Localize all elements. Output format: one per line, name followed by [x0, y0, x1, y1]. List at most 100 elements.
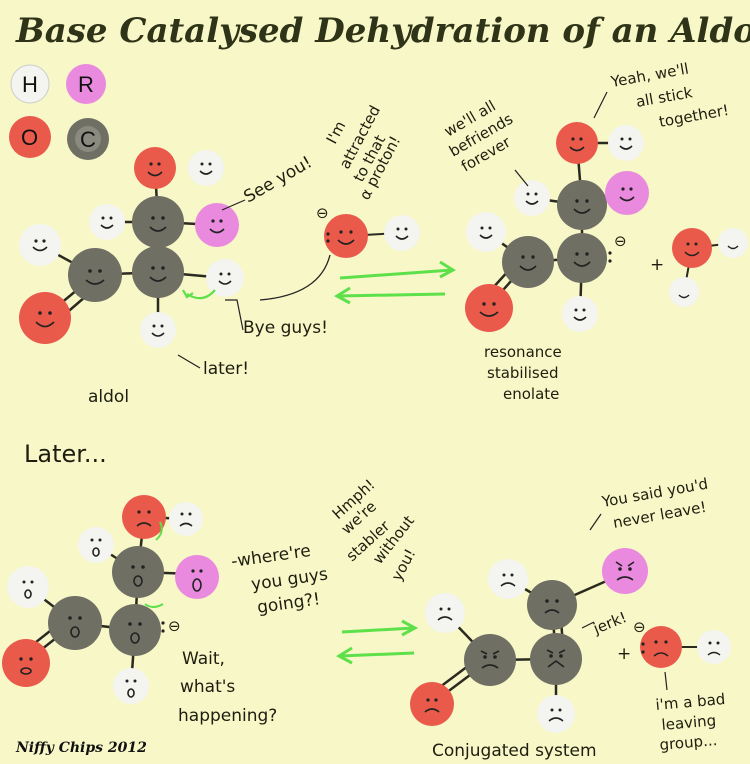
conj-carbon-alpha: [530, 633, 582, 685]
equilibrium-arrows-bottom: [335, 619, 419, 665]
hydroxide-hydrogen: [384, 215, 420, 251]
legend-carbon-inner: [75, 126, 101, 152]
conj-carbonyl-oxygen: [410, 682, 454, 726]
conj-h-bottom: [537, 695, 575, 733]
aldol-molecule: [19, 147, 244, 348]
bottom-carbanion: [109, 604, 161, 656]
speech-befriends: we'll all befriends forever: [441, 97, 529, 187]
bottom-h-bottom: [113, 668, 149, 704]
svg-text:Wait,: Wait,: [182, 649, 225, 669]
enolate-carbon-beta: [557, 180, 607, 230]
enolate-molecule: ⊖: [465, 122, 649, 332]
hydroxide-attack-arrow: [259, 254, 331, 301]
enolate-charge: ⊖: [614, 232, 627, 250]
heading-later: Later...: [24, 440, 107, 468]
legend-r-circle: [66, 64, 106, 104]
bottom-carbonyl-oxygen: [2, 639, 50, 687]
speech-stick: Yeah, we'll all stick together!: [593, 60, 730, 131]
conj-carbon-1: [464, 634, 516, 686]
bottom-hydroxyl-h: [169, 502, 203, 536]
leaving-hydrogen: [697, 630, 731, 664]
water-oxygen-top: [672, 228, 712, 268]
svg-text:I'm: I'm: [323, 118, 350, 147]
legend-oxygen-circle: [9, 116, 51, 158]
legend-hydrogen-circle: [10, 64, 50, 104]
svg-text:stabilised: stabilised: [487, 364, 558, 382]
aldol-hydroxyl-oxygen: [134, 147, 176, 189]
hydroxide-charge: ⊖: [316, 204, 329, 222]
enolate-hydroxyl-oxygen: [556, 122, 598, 164]
hydroxide-oxygen: [324, 214, 368, 258]
enolate-hydroxyl-h: [608, 125, 644, 161]
page-title: Base Catalysed Dehydration of an Aldol: [15, 11, 750, 51]
speech-where: -where're you guys going?!: [230, 541, 329, 618]
speech-wait: Wait, what's happening?: [178, 649, 277, 726]
enolate-molecule-bottom: ⊖: [2, 495, 219, 704]
legend-oxygen-label: O: [21, 125, 38, 150]
svg-text:resonance: resonance: [484, 343, 562, 361]
conj-h-beta: [488, 559, 528, 599]
hydroxide-bottom: ⊖: [633, 618, 731, 668]
bottom-carbon-beta: [112, 546, 164, 598]
enolate-r-group: [605, 171, 649, 215]
speech-bye-guys: Bye guys!: [243, 318, 328, 338]
leaving-charge: ⊖: [633, 618, 646, 636]
conjugated-molecule: [410, 548, 648, 733]
enolate-h-left: [466, 212, 506, 252]
bottom-hydroxyl-oxygen: [122, 495, 166, 539]
aldol-h-bottom: [140, 312, 176, 348]
aldol-carbon-beta: [132, 196, 184, 248]
bottom-h-beta: [78, 527, 114, 563]
label-aldol: aldol: [88, 387, 129, 407]
enolate-h-bottom: [562, 296, 598, 332]
hydroxide-base: ⊖: [259, 204, 420, 301]
equilibrium-arrows-top: [333, 260, 457, 305]
aldol-alpha-h: [206, 259, 244, 297]
bottom-carbon-1: [48, 596, 102, 650]
svg-text:all stick: all stick: [635, 83, 695, 111]
speech-jerk: jerk!: [590, 608, 629, 638]
bottom-r-group: [175, 555, 219, 599]
aldol-r-group: [195, 203, 239, 247]
plus-sign-bottom: +: [617, 644, 631, 664]
aldol-h-left: [19, 224, 61, 266]
water-h2-top: [669, 277, 699, 307]
pointer-see-you: [221, 199, 246, 211]
leaving-oxygen: [640, 626, 682, 668]
aldol-hydroxyl-h: [188, 150, 224, 186]
bottom-charge: ⊖: [168, 617, 181, 635]
svg-text:what's: what's: [180, 677, 235, 697]
signature: Niffy Chips 2012: [15, 740, 147, 756]
legend: H R O C: [9, 64, 109, 160]
label-conjugated: Conjugated system: [432, 741, 597, 761]
svg-text:enolate: enolate: [503, 385, 559, 403]
conj-r-group: [602, 548, 648, 594]
aldol-carbonyl-oxygen: [19, 292, 71, 344]
enolate-carbonyl-oxygen: [465, 284, 513, 332]
aldol-h-beta: [89, 204, 125, 240]
pointer-bye-guys: [225, 299, 244, 331]
speech-later: later!: [203, 359, 249, 379]
conj-h-left: [425, 593, 465, 633]
aldol-electron-arrowhead: [182, 289, 194, 299]
enolate-carbon-1: [502, 236, 554, 288]
enolate-carbanion: [557, 233, 607, 283]
speech-never-leave: You said you'd never leave!: [589, 475, 709, 532]
speech-attracted: I'm attracted to that α proton!: [323, 102, 405, 203]
bottom-h-left: [7, 566, 49, 608]
conj-carbon-beta: [527, 580, 577, 630]
plus-sign-top: +: [650, 255, 664, 275]
svg-text:i'm a bad: i'm a bad: [655, 690, 726, 714]
legend-hydrogen-label: H: [22, 72, 38, 97]
legend-r-label: R: [78, 72, 94, 97]
water-h1-top: [718, 228, 748, 258]
label-enolate: resonance stabilised enolate: [484, 343, 562, 403]
legend-carbon-label: C: [80, 127, 96, 152]
svg-text:group...: group...: [659, 731, 718, 754]
enolate-h-beta: [514, 180, 550, 216]
speech-bad-group: i'm a bad leaving group...: [655, 671, 726, 754]
aldol-carbon-1: [68, 248, 122, 302]
aldol-carbon-alpha: [132, 246, 184, 298]
